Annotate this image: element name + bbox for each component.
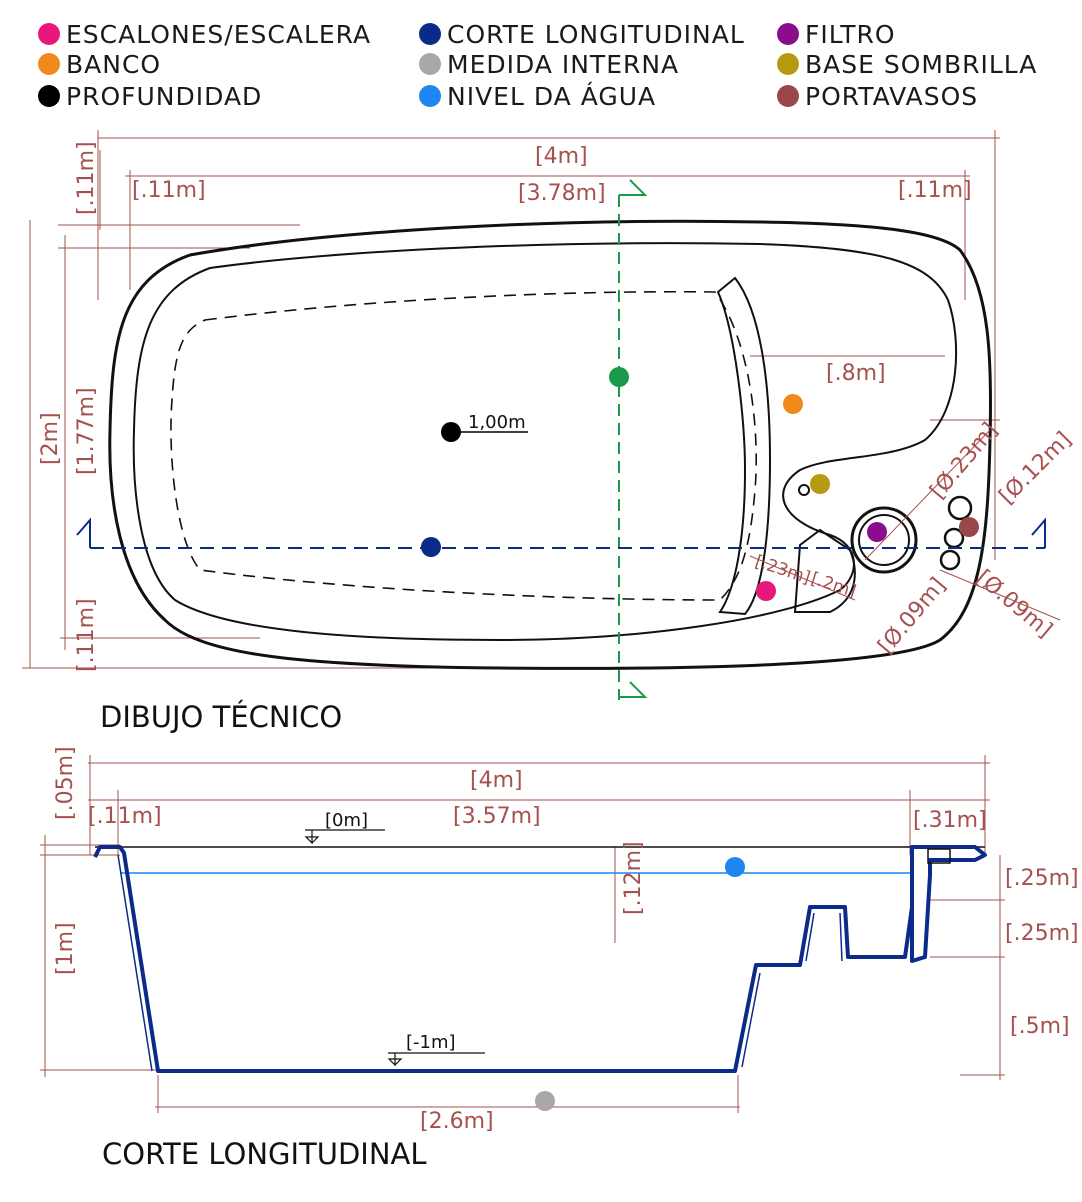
filtro-marker-icon xyxy=(777,23,799,45)
umbrella-hole xyxy=(798,484,810,496)
nivel-marker xyxy=(725,857,745,877)
legend-label: PROFUNDIDAD xyxy=(66,81,263,111)
legend-label: BASE SOMBRILLA xyxy=(805,49,1038,79)
plan-rim-right: [.11m] xyxy=(898,178,972,203)
banco-marker-icon xyxy=(38,53,60,75)
plan-filter-diameter: [Ø.23m] xyxy=(925,418,1003,504)
section-depth: [1m] xyxy=(53,922,78,975)
section-view-drawing: [4m] [3.57m] [.11m] [.31m] [.05m] [1m] [… xyxy=(40,746,1079,1134)
legend-escalones: ESCALONES/ESCALERA xyxy=(38,19,372,49)
skimmer-box xyxy=(927,848,951,864)
plan-depth-label: 1,00m xyxy=(468,412,526,433)
section-rim-height: [.05m] xyxy=(53,746,78,820)
portavasos-marker xyxy=(959,517,979,537)
step-outline xyxy=(793,528,856,613)
plan-dimension-lines xyxy=(22,130,1000,669)
legend-label: ESCALONES/ESCALERA xyxy=(66,19,372,49)
plan-total-length: [4m] xyxy=(535,144,588,169)
cup-holder-large xyxy=(947,495,973,521)
pool-inner-rim xyxy=(132,242,958,642)
filter-outline xyxy=(850,506,918,574)
bench-outline xyxy=(716,276,772,616)
legend-nivel: NIVEL DA ÁGUA xyxy=(419,81,657,111)
pool-shell-profile xyxy=(93,845,987,1073)
legend-label: BANCO xyxy=(66,49,162,79)
escalones-marker xyxy=(756,581,776,601)
section-level-bottom: [-1m] xyxy=(406,1032,456,1053)
escalones-marker-icon xyxy=(38,23,60,45)
legend-sombrilla: BASE SOMBRILLA xyxy=(777,49,1038,79)
section-total-length: [4m] xyxy=(470,768,523,793)
plan-total-width: [2m] xyxy=(38,412,63,465)
section-water-gap: [.12m] xyxy=(621,841,646,915)
legend-portavasos: PORTAVASOS xyxy=(777,81,979,111)
legend-label: NIVEL DA ÁGUA xyxy=(447,81,657,111)
filtro-marker xyxy=(867,522,887,542)
legend-profundidad: PROFUNDIDAD xyxy=(38,81,263,111)
section-step-3: [.5m] xyxy=(1010,1014,1070,1039)
cup-holder-small-2 xyxy=(939,549,961,571)
legend-label: FILTRO xyxy=(805,19,896,49)
plan-internal-width: [1.77m] xyxy=(74,387,99,475)
plan-view-drawing: [4m] [3.78m] [.11m] [.11m] [.11m] [2m] [… xyxy=(22,130,1077,700)
banco-marker xyxy=(783,394,803,414)
legend-banco: BANCO xyxy=(38,49,162,79)
section-floor-length: [2.6m] xyxy=(420,1109,494,1134)
pool-floor-dashed xyxy=(170,290,757,601)
corte-marker-icon xyxy=(419,23,441,45)
plan-cup-holder-1: [Ø.12m] xyxy=(995,427,1077,509)
corte-marker xyxy=(421,537,441,557)
green-marker xyxy=(609,367,629,387)
plan-rim-left: [.11m] xyxy=(132,178,206,203)
legend-corte: CORTE LONGITUDINAL xyxy=(419,19,745,49)
legend-filtro: FILTRO xyxy=(777,19,896,49)
plan-rim-bottom-vertical: [.11m] xyxy=(74,598,99,672)
section-rim-left: [.11m] xyxy=(88,804,162,829)
section-step-2: [.25m] xyxy=(1005,921,1079,946)
plan-step-2: [.2m] xyxy=(808,569,858,602)
sombrilla-marker-icon xyxy=(777,53,799,75)
pool-outer-rim xyxy=(108,219,993,670)
plan-cup-holder-2: [Ø.09m] xyxy=(873,573,951,659)
profundidad-marker-icon xyxy=(38,85,60,107)
section-level-top: [0m] xyxy=(325,810,368,831)
legend-label: PORTAVASOS xyxy=(805,81,979,111)
plan-internal-length: [3.78m] xyxy=(518,181,606,206)
section-step-1: [.25m] xyxy=(1005,866,1079,891)
legend-medida: MEDIDA INTERNA xyxy=(419,49,680,79)
section-internal-length: [3.57m] xyxy=(453,804,541,829)
medida-marker xyxy=(535,1091,555,1111)
sombrilla-marker xyxy=(810,474,830,494)
plan-bench-width: [.8m] xyxy=(826,361,886,386)
plan-title: DIBUJO TÉCNICO xyxy=(100,700,343,734)
plan-rim-top-vertical: [.11m] xyxy=(74,141,99,215)
profundidad-marker xyxy=(441,422,461,442)
legend-label: MEDIDA INTERNA xyxy=(447,49,680,79)
nivel-marker-icon xyxy=(419,85,441,107)
plan-cup-holder-3: [Ø.09m] xyxy=(971,565,1057,643)
section-rim-right: [.31m] xyxy=(913,808,987,833)
medida-marker-icon xyxy=(419,53,441,75)
section-title: CORTE LONGITUDINAL xyxy=(102,1137,427,1171)
legend-label: CORTE LONGITUDINAL xyxy=(447,19,745,49)
section-dimension-lines xyxy=(40,755,1005,1113)
portavasos-marker-icon xyxy=(777,85,799,107)
